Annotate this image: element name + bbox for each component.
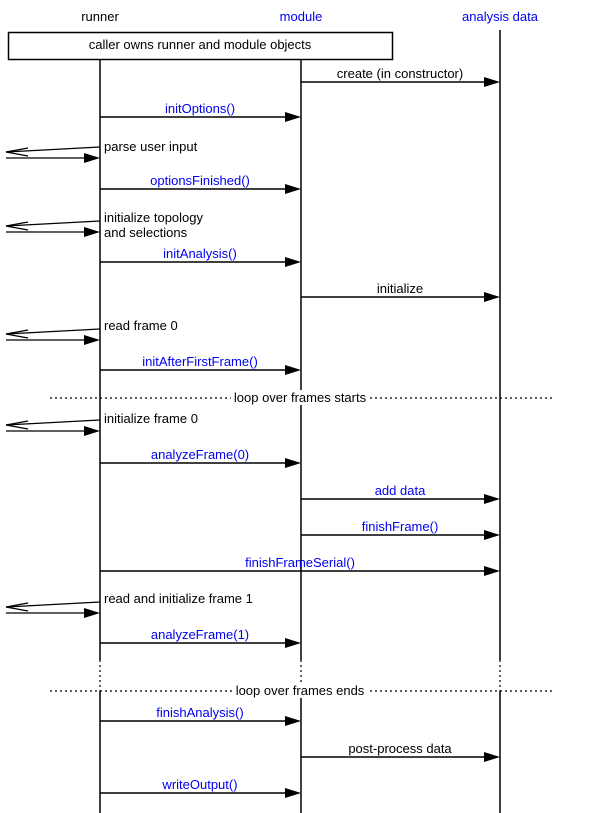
arrow-finish-analysis [100,716,301,726]
message-label-write-output[interactable]: writeOutput() [162,777,238,792]
message-label-init-analysis[interactable]: initAnalysis() [163,246,237,261]
separator-label-loop-end: loop over frames ends [232,683,368,698]
arrow-initialize [301,292,500,302]
caller-action-parse-user-input: parse user input [104,139,198,154]
message-label-post-process: post-process data [348,741,452,756]
arrow-options-finished [100,184,301,194]
message-label-analyze-frame-0[interactable]: analyzeFrame(0) [150,447,250,462]
arrow-finish-frame [301,530,500,540]
separator-label-loop-start: loop over frames starts [230,390,370,405]
caller-action-init-topology-line1: initialize topology [104,210,204,225]
message-label-finish-frame-serial[interactable]: finishFrameSerial() [245,555,355,570]
caller-arrow-read-frame-0 [5,328,101,345]
message-label-initialize: initialize [376,281,424,296]
note-box [7,31,394,61]
caller-action-init-frame-0: initialize frame 0 [104,411,198,426]
caller-action-read-init-frame-1: read and initialize frame 1 [104,591,253,606]
entity-label-runner: runner [81,9,119,24]
caller-arrow-init-topology [5,220,101,237]
arrow-post-process [301,752,500,762]
message-label-analyze-frame-1[interactable]: analyzeFrame(1) [150,627,250,642]
caller-arrow-init-frame-0 [5,419,101,436]
note-label: caller owns runner and module objects [88,37,312,52]
arrow-analyze-frame-1 [100,638,301,648]
caller-action-read-frame-0: read frame 0 [104,318,178,333]
arrow-add-data [301,494,500,504]
message-label-add-data[interactable]: add data [374,483,426,498]
entity-label-analysis-data[interactable]: analysis data [462,9,538,24]
message-label-create: create (in constructor) [336,66,464,81]
arrow-finish-frame-serial [100,566,500,576]
message-label-finish-analysis[interactable]: finishAnalysis() [156,705,244,720]
entity-label-module[interactable]: module [279,9,323,24]
message-label-init-options[interactable]: initOptions() [164,101,236,116]
caller-arrow-read-init-frame-1 [5,601,101,618]
arrow-init-after-first-frame [100,365,301,375]
caller-arrow-parse-user-input [5,146,101,163]
message-label-init-after-first-frame[interactable]: initAfterFirstFrame() [142,354,258,369]
arrow-write-output [100,788,301,798]
message-label-finish-frame[interactable]: finishFrame() [361,519,439,534]
message-label-options-finished[interactable]: optionsFinished() [150,173,250,188]
arrow-init-analysis [100,257,301,267]
arrow-init-options [100,112,301,122]
arrow-create [301,77,500,87]
caller-action-init-topology-line2: and selections [104,225,188,240]
arrow-analyze-frame-0 [100,458,301,468]
